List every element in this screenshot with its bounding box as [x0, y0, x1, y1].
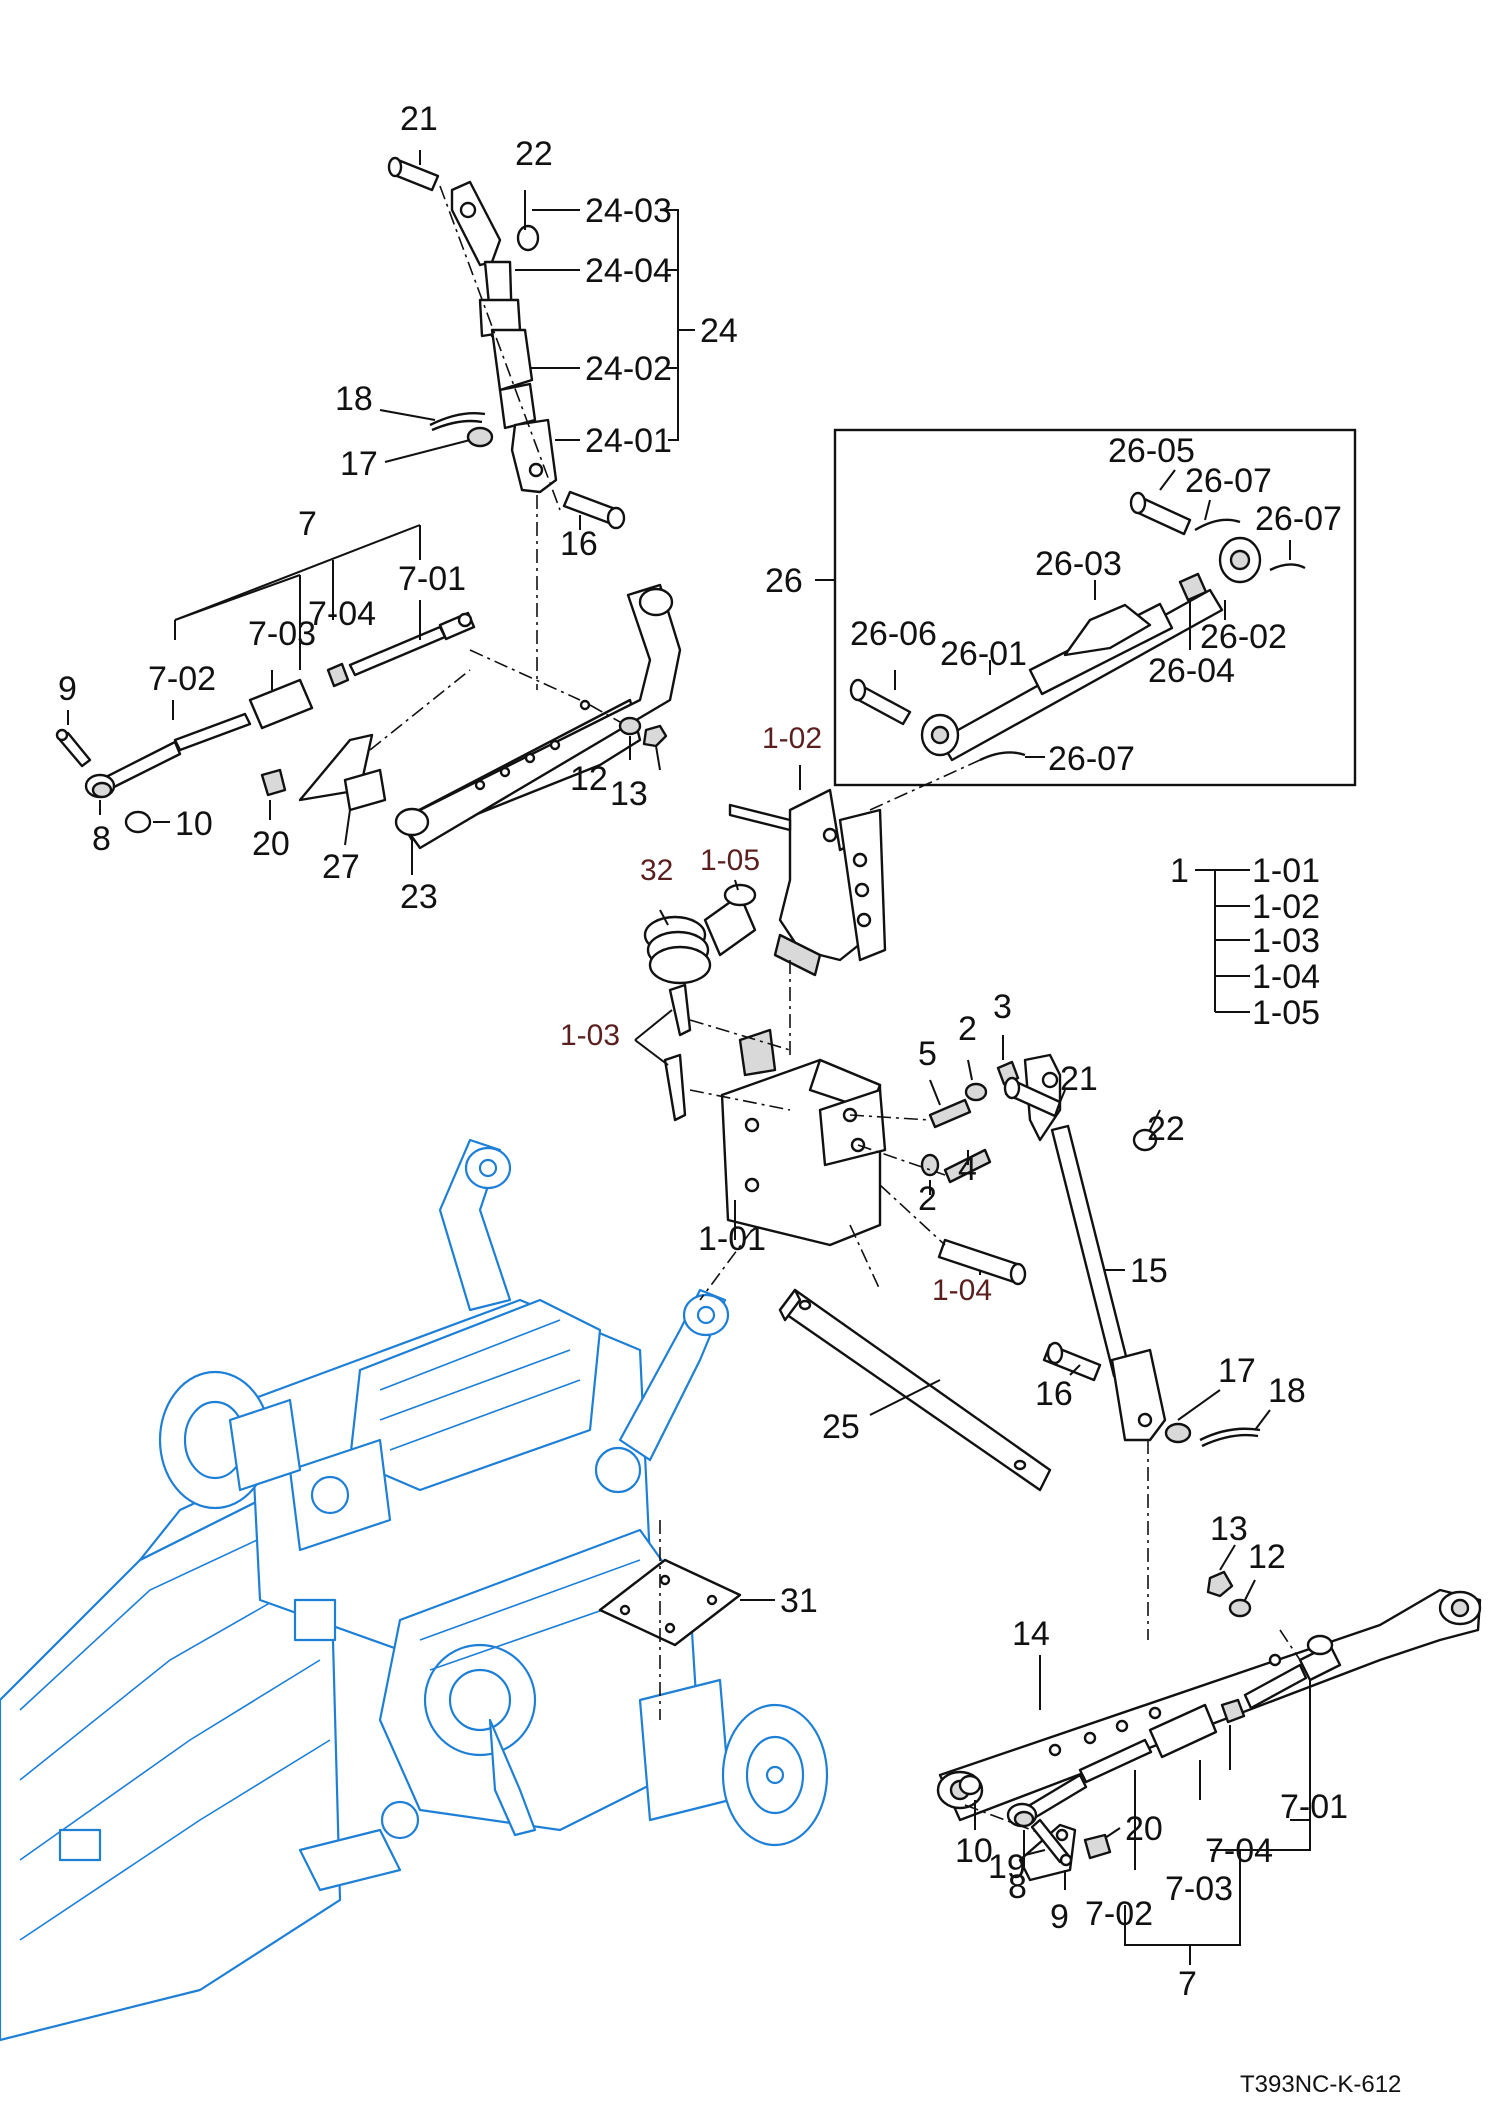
label-27: 27: [322, 848, 360, 886]
label-24-03: 24-03: [585, 192, 672, 230]
label-22-bot: 22: [1147, 1110, 1185, 1148]
label-7-top: 7: [298, 505, 317, 543]
plate-31: [598, 1520, 742, 1720]
label-26-06: 26-06: [850, 615, 937, 653]
label-24-02: 24-02: [585, 350, 672, 388]
label-26-03: 26-03: [1035, 545, 1122, 583]
label-15: 15: [1130, 1252, 1168, 1290]
label-26-01: 26-01: [940, 635, 1027, 673]
label-7-01-top: 7-01: [398, 560, 466, 598]
label-1-02: 1-02: [762, 722, 822, 755]
label-17-top: 17: [340, 445, 378, 483]
label-26-07-b: 26-07: [1255, 500, 1342, 538]
label-24-04: 24-04: [585, 252, 672, 290]
assembly-1-child-3: 1-03: [1252, 922, 1320, 960]
label-13-top: 13: [610, 775, 648, 813]
label-26-07-a: 26-07: [1185, 462, 1272, 500]
label-31: 31: [780, 1582, 818, 1620]
label-26-05: 26-05: [1108, 432, 1195, 470]
label-20-top: 20: [252, 825, 290, 863]
label-21-bot: 21: [1060, 1060, 1098, 1098]
label-16-bot: 16: [1035, 1375, 1073, 1413]
hitch-bracket-assembly-1: [643, 759, 1027, 1301]
label-7-04-bot: 7-04: [1205, 1832, 1273, 1870]
label-12-bot: 12: [1248, 1538, 1286, 1576]
label-4: 4: [958, 1150, 977, 1188]
label-1-03: 1-03: [560, 1019, 620, 1052]
label-5: 5: [918, 1035, 937, 1073]
label-24-01: 24-01: [585, 422, 672, 460]
label-26-02: 26-02: [1200, 618, 1287, 656]
assembly-1-child-5: 1-05: [1252, 994, 1320, 1032]
label-2-a: 2: [958, 1010, 977, 1048]
drawing-code: T393NC-K-612: [1240, 2071, 1401, 2098]
assembly-1-child-4: 1-04: [1252, 958, 1320, 996]
part-labels: 21 22 24-03 24-04 24 24-02 18 24-01 17 1…: [58, 100, 1348, 2003]
label-7-02-top: 7-02: [148, 660, 216, 698]
label-8-bot: 8: [1008, 1868, 1027, 1906]
label-9-bot: 9: [1050, 1898, 1069, 1936]
label-1-04: 1-04: [932, 1274, 992, 1307]
label-26-07-c: 26-07: [1048, 740, 1135, 778]
assembly-1-child-2: 1-02: [1252, 888, 1320, 926]
leader-lines: [67, 150, 1311, 1965]
label-8-top: 8: [92, 820, 111, 858]
label-7-03-top: 7-03: [248, 615, 316, 653]
top-link-assembly-26: [849, 491, 1306, 762]
label-7-bot: 7: [1178, 1965, 1197, 2003]
label-18-bot: 18: [1268, 1372, 1306, 1410]
assembly-1-child-1: 1-01: [1252, 852, 1320, 890]
label-7-04-top: 7-04: [308, 595, 376, 633]
label-16-top: 16: [560, 525, 598, 563]
check-chain-7-upper: [55, 611, 476, 834]
label-26-04: 26-04: [1148, 652, 1235, 690]
label-23: 23: [400, 878, 438, 916]
assembly-1-index: 1 1-01 1-02 1-03 1-04 1-05: [1170, 852, 1320, 1032]
label-17-bot: 17: [1218, 1352, 1256, 1390]
label-12-top: 12: [570, 760, 608, 798]
label-22-top: 22: [515, 135, 553, 173]
top-link-26-box: [833, 428, 1357, 787]
label-10-bot: 10: [955, 1832, 993, 1870]
lift-rod-15: [1003, 1053, 1261, 1640]
top-link-assembly-24: [387, 156, 626, 690]
check-chain-7-lower: [958, 1629, 1342, 1867]
label-21-top: 21: [400, 100, 438, 138]
label-7-03-bot: 7-03: [1165, 1870, 1233, 1908]
label-2-b: 2: [918, 1180, 937, 1218]
label-14: 14: [1012, 1615, 1050, 1653]
label-20-bot: 20: [1125, 1810, 1163, 1848]
transmission-housing: [0, 1138, 829, 2042]
label-7-01-bot: 7-01: [1280, 1788, 1348, 1826]
label-10-top: 10: [175, 805, 213, 843]
label-26: 26: [765, 562, 803, 600]
label-18-top: 18: [335, 380, 373, 418]
label-7-02-bot: 7-02: [1085, 1895, 1153, 1933]
stabilizer-bar-25: [778, 1288, 1052, 1492]
assembly-1-parent: 1: [1170, 852, 1189, 890]
label-1-01: 1-01: [698, 1220, 766, 1258]
label-3: 3: [993, 988, 1012, 1026]
label-24: 24: [700, 312, 738, 350]
label-9-top: 9: [58, 670, 77, 708]
label-13-bot: 13: [1210, 1510, 1248, 1548]
label-1-05: 1-05: [700, 844, 760, 877]
label-32: 32: [640, 854, 673, 887]
lower-link-23: [394, 583, 682, 850]
label-25: 25: [822, 1408, 860, 1446]
label-19: 19: [988, 1848, 1026, 1886]
